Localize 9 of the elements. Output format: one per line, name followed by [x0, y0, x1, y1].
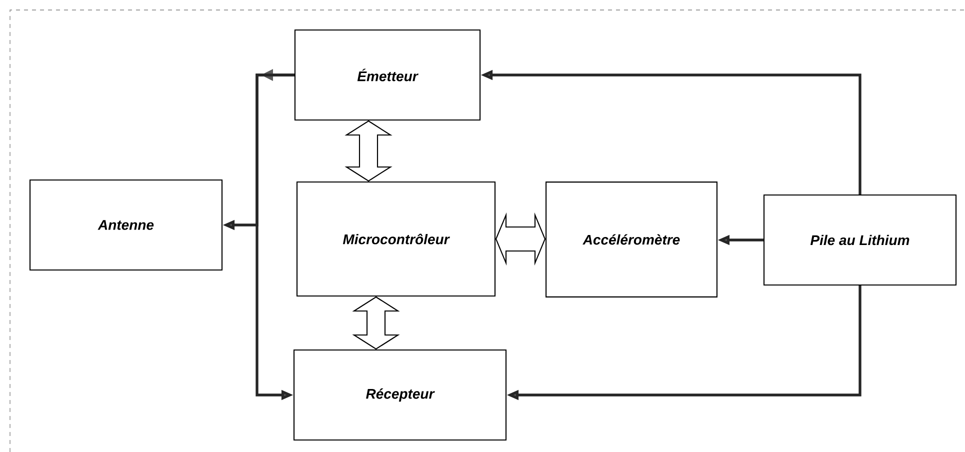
block-box: Pile au Lithium — [763, 194, 957, 286]
double-arrow — [352, 296, 400, 350]
block-box: Récepteur — [293, 349, 507, 441]
double-arrow — [344, 120, 392, 182]
block-box: Accéléromètre — [546, 182, 718, 298]
block-box: Émetteur — [294, 29, 481, 121]
block-box: Antenne — [29, 179, 223, 271]
double-arrow — [495, 212, 546, 266]
block-box: Microcontrôleur — [296, 181, 496, 297]
